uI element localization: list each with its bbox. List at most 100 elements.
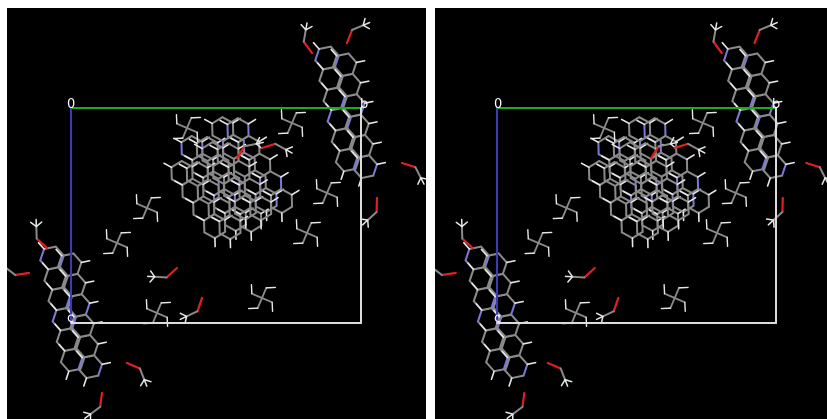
bond <box>318 68 325 82</box>
bond <box>318 45 332 51</box>
bond <box>635 214 649 223</box>
h-bond <box>633 208 643 214</box>
bond <box>757 136 764 150</box>
h-bond <box>420 177 425 185</box>
bond <box>111 242 118 255</box>
h-bond <box>780 141 791 145</box>
bond <box>192 195 205 204</box>
bond <box>701 122 714 129</box>
h-bond <box>626 144 636 151</box>
h-bond <box>772 100 783 104</box>
bond <box>640 176 653 185</box>
h-bond <box>637 162 647 168</box>
bond <box>250 292 263 299</box>
bond <box>315 187 328 194</box>
oxygen-bond <box>521 391 526 408</box>
bond <box>488 286 499 298</box>
bond <box>472 265 487 271</box>
h-bond <box>285 148 293 154</box>
bond <box>334 149 341 164</box>
bond <box>758 24 772 31</box>
bond <box>213 230 227 240</box>
stereo-view-left[interactable]: 0 b c <box>7 8 426 419</box>
bond <box>711 232 718 245</box>
stereo-view-right[interactable]: 0 b c <box>435 8 827 419</box>
bond <box>622 135 636 144</box>
oxygen-bond <box>461 237 474 250</box>
bond <box>218 214 231 223</box>
bond <box>270 206 283 215</box>
bond <box>186 116 193 129</box>
bond <box>233 194 246 203</box>
bond <box>261 297 274 304</box>
h-bond <box>665 161 675 168</box>
h-bond <box>54 323 62 332</box>
bond <box>480 245 491 257</box>
bond <box>355 93 366 105</box>
bond <box>88 333 99 345</box>
bond <box>39 248 46 262</box>
bond <box>372 163 379 177</box>
h-bond <box>759 150 767 159</box>
bond <box>236 117 250 125</box>
bond <box>645 189 658 198</box>
bond <box>239 225 253 233</box>
bond <box>244 212 257 221</box>
oxygen-bond <box>753 28 761 45</box>
h-bond <box>220 162 230 168</box>
crystal-structure-right <box>435 17 827 419</box>
bond <box>77 356 84 371</box>
bond <box>326 192 339 199</box>
bond <box>675 152 688 161</box>
bond <box>650 169 663 178</box>
h-bond <box>602 197 612 204</box>
bond <box>666 213 680 222</box>
h-bond <box>769 17 774 27</box>
bond <box>744 52 759 57</box>
h-bond <box>65 370 70 380</box>
bond <box>58 265 69 277</box>
bond <box>342 95 349 109</box>
bond <box>653 117 667 125</box>
bond <box>146 207 159 214</box>
bond <box>243 142 258 148</box>
h-bond <box>255 143 263 150</box>
bond <box>730 192 737 205</box>
bond <box>484 327 499 332</box>
bond <box>170 160 183 169</box>
h-bond <box>251 172 261 179</box>
bond <box>326 181 333 194</box>
bond <box>84 302 91 316</box>
bond <box>701 111 709 124</box>
bond <box>498 313 513 318</box>
bond <box>629 177 643 185</box>
bond <box>763 156 770 170</box>
bond <box>506 281 512 296</box>
bond <box>753 115 759 130</box>
bond <box>716 232 729 239</box>
h-bond <box>686 154 695 161</box>
bond <box>435 268 443 276</box>
bond <box>233 169 246 178</box>
h-bond <box>679 190 689 197</box>
h-bond <box>676 179 686 186</box>
bond <box>227 159 240 169</box>
h-bond <box>29 221 38 228</box>
bond <box>764 81 771 96</box>
bond <box>338 74 344 89</box>
h-bond <box>248 161 258 168</box>
bond <box>186 127 199 134</box>
bond <box>522 363 529 377</box>
h-bond <box>83 411 92 415</box>
h-bond <box>247 189 257 196</box>
bond <box>486 275 493 289</box>
bond <box>249 195 262 204</box>
oxygen-bond <box>650 145 660 160</box>
bond <box>734 192 747 199</box>
bond <box>259 213 273 222</box>
bond <box>561 207 568 220</box>
h-bond <box>195 215 205 222</box>
h-bond <box>174 180 184 186</box>
bond <box>222 133 235 143</box>
bond <box>366 210 378 222</box>
